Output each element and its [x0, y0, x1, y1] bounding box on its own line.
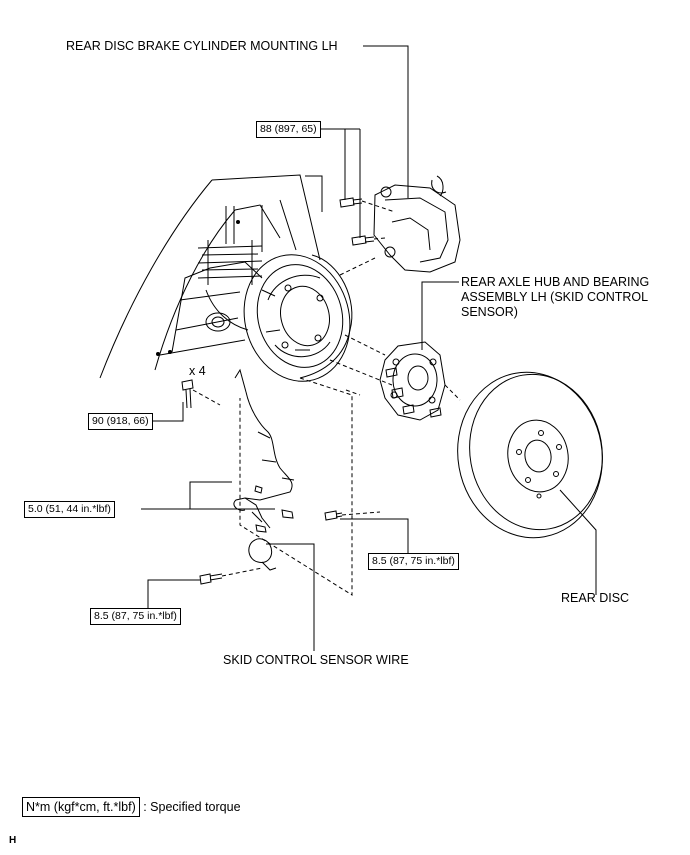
torque-hub-bolts: 90 (918, 66) [88, 413, 153, 430]
sensor-bolt-illustration [324, 510, 343, 521]
torque-legend-unit: N*m (kgf*cm, ft.*lbf) [22, 797, 140, 817]
torque-legend: N*m (kgf*cm, ft.*lbf) : Specified torque [22, 797, 241, 817]
axle-hub-illustration [379, 341, 446, 421]
bracket-bolt-illustration [199, 573, 223, 585]
figure-code: H [9, 835, 17, 846]
cylinder-mounting-label: REAR DISC BRAKE CYLINDER MOUNTING LH [66, 39, 338, 53]
vehicle-body-illustration [99, 174, 323, 379]
torque-wire-bracket-bolt: 8.5 (87, 75 in.*lbf) [90, 608, 181, 625]
rear-disc-label: REAR DISC [561, 591, 630, 605]
quantity-label: x 4 [189, 364, 206, 378]
caliper-bolts-illustration [339, 197, 375, 246]
torque-sensor-bolt: 8.5 (87, 75 in.*lbf) [368, 553, 459, 570]
hub-bolt-illustration [181, 379, 194, 409]
sensor-wire-label: SKID CONTROL SENSOR WIRE [223, 653, 409, 667]
rear-disc-illustration [457, 371, 603, 539]
caliper-illustration [373, 175, 461, 273]
axle-hub-label: REAR AXLE HUB AND BEARING ASSEMBLY LH (S… [461, 275, 650, 319]
torque-legend-description: : Specified torque [143, 800, 241, 814]
torque-wire-clamp: 5.0 (51, 44 in.*lbf) [24, 501, 115, 518]
assembly-guide-lines [192, 200, 461, 596]
torque-caliper-bolts: 88 (897, 65) [256, 121, 321, 138]
leader-lines [135, 45, 597, 651]
brake-backing-plate-illustration [243, 254, 353, 382]
